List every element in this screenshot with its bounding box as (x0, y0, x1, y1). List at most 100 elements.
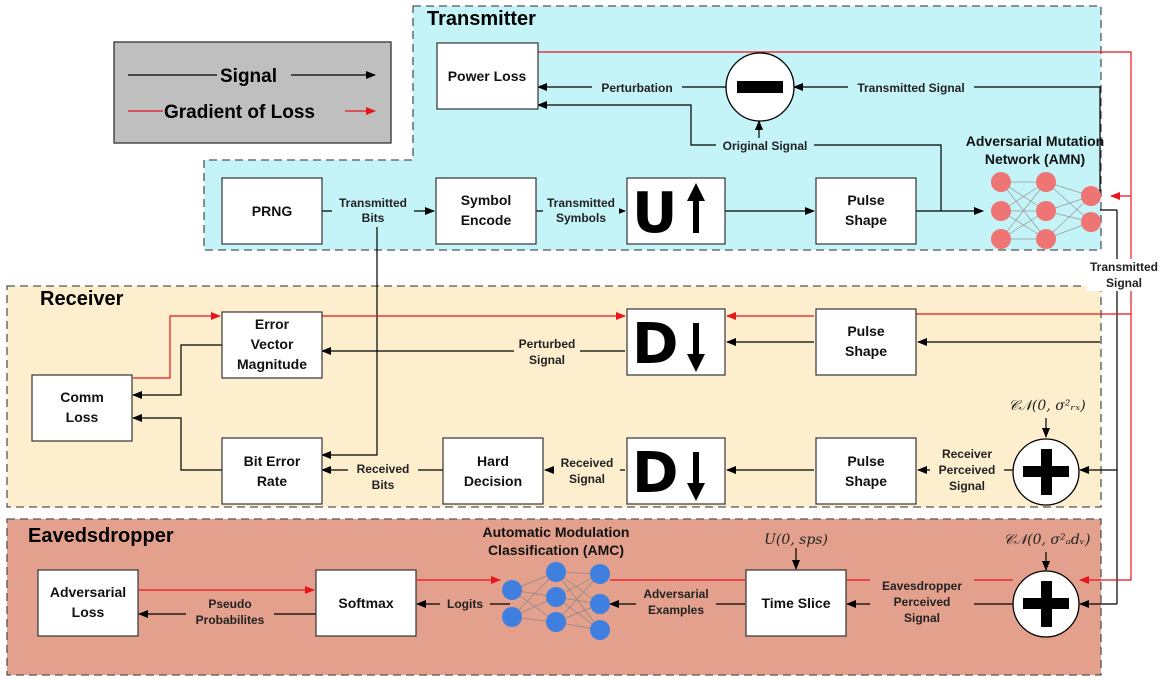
perturbed-signal-label: Perturbed (519, 337, 576, 351)
svg-text:Hard: Hard (477, 453, 509, 469)
svg-text:Shape: Shape (845, 473, 887, 489)
amn-node (1081, 212, 1101, 232)
amn-node (1081, 186, 1101, 206)
svg-text:Softmax: Softmax (338, 595, 393, 611)
svg-text:Pulse: Pulse (847, 323, 885, 339)
amn-node (991, 201, 1011, 221)
hard-decision-block: Hard Decision (442, 437, 544, 505)
received-bits-label-2: Bits (372, 478, 395, 492)
legend-gradient-label: Gradient of Loss (164, 102, 315, 123)
pseudo-prob-label-2: Probabilites (196, 613, 265, 627)
adder-eavesdropper-node (1012, 570, 1080, 638)
receiver-title: Receiver (40, 288, 124, 310)
upsample-block: U (626, 177, 726, 246)
uniform-label: U(0, sps) (764, 532, 828, 548)
noise-rx-label: 𝒞𝒩(0, σ²ᵣₓ) (1008, 398, 1085, 414)
downsample-perturbed-block: D (626, 308, 726, 377)
amn-node (1036, 229, 1056, 249)
amc-edge (555, 571, 601, 631)
svg-text:PRNG: PRNG (252, 203, 293, 219)
adder-receiver-node (1012, 438, 1080, 506)
svg-text:Adversarial: Adversarial (50, 584, 126, 600)
amc-node (546, 562, 566, 582)
amc-node (590, 620, 610, 640)
amn-node (1036, 172, 1056, 192)
pulse-shape-tx-block: Pulse Shape (815, 177, 917, 245)
amc-node (502, 580, 522, 600)
svg-text:Shape: Shape (845, 343, 887, 359)
amn-node (991, 172, 1011, 192)
eaves-perceived-label: Eavesdropper (882, 579, 962, 593)
pulse-shape-received-block: Pulse Shape (815, 437, 917, 505)
amc-node (502, 607, 522, 627)
svg-text:Classification (AMC): Classification (AMC) (488, 542, 624, 558)
amn-node (991, 229, 1011, 249)
amn-edge (1045, 195, 1092, 240)
eaves-perceived-label-3: Signal (904, 611, 940, 625)
transmitted-bits-label: Transmitted (339, 196, 407, 210)
svg-text:Loss: Loss (66, 409, 99, 425)
legend: Signal Gradient of Loss (113, 41, 392, 144)
svg-text:Pulse: Pulse (847, 453, 885, 469)
svg-text:Power Loss: Power Loss (448, 68, 527, 84)
amc-node (590, 564, 610, 584)
legend-signal-label: Signal (220, 66, 277, 87)
svg-text:Bit Error: Bit Error (244, 453, 301, 469)
perturbed-signal-label-2: Signal (529, 353, 565, 367)
svg-text:Adversarial Mutation: Adversarial Mutation (966, 133, 1104, 149)
down-arrow-icon (687, 452, 705, 501)
amn-node (1036, 201, 1056, 221)
noise-adv-label: 𝒞𝒩(0, σ²ₐdᵥ) (1004, 532, 1091, 548)
minus-icon (737, 81, 783, 93)
svg-text:Loss: Loss (72, 604, 105, 620)
svg-text:Comm: Comm (60, 389, 104, 405)
prng-block: PRNG (221, 177, 323, 245)
subtract-node (725, 52, 795, 122)
transmitted-signal-side-label-2: Signal (1106, 276, 1142, 290)
amn-network: Adversarial Mutation Network (AMN) (966, 133, 1104, 249)
transmitter-title: Transmitter (427, 8, 536, 30)
evm-block: Error Vector Magnitude (221, 311, 323, 379)
transmitted-signal-label: Transmitted Signal (857, 81, 964, 95)
received-bits-label: Received (357, 462, 410, 476)
svg-text:Shape: Shape (845, 212, 887, 228)
adv-examples-label-2: Examples (648, 603, 704, 617)
transmitted-symbols-label-2: Symbols (556, 211, 606, 225)
svg-text:Network (AMN): Network (AMN) (985, 151, 1085, 167)
time-slice-block: Time Slice (745, 569, 847, 637)
receiver-perceived-label-3: Signal (949, 479, 985, 493)
svg-text:Automatic Modulation: Automatic Modulation (483, 524, 630, 540)
svg-text:Magnitude: Magnitude (237, 356, 307, 372)
amn-edge (1000, 181, 1047, 240)
amc-node (546, 612, 566, 632)
receiver-perceived-label: Receiver (942, 447, 992, 461)
svg-text:D: D (632, 312, 678, 377)
pulse-shape-perturbed-block: Pulse Shape (815, 308, 917, 376)
amn-edge (1045, 181, 1092, 223)
ber-block: Bit Error Rate (221, 437, 323, 505)
plus-icon (1023, 581, 1069, 627)
eavesdropper-title: Eavedsdropper (28, 525, 174, 547)
symbol-encode-block: Symbol Encode (435, 177, 537, 245)
received-signal-label-2: Signal (569, 472, 605, 486)
svg-text:U: U (632, 181, 677, 246)
receiver-perceived-label-2: Perceived (939, 463, 996, 477)
downsample-received-block: D (626, 437, 726, 506)
svg-text:Time Slice: Time Slice (761, 595, 830, 611)
svg-text:Symbol: Symbol (461, 192, 512, 208)
comm-loss-block: Comm Loss (31, 374, 133, 442)
original-signal-label: Original Signal (723, 139, 808, 153)
svg-text:Decision: Decision (464, 473, 522, 489)
svg-text:Vector: Vector (251, 336, 294, 352)
amc-edge (511, 571, 557, 618)
up-arrow-icon (687, 183, 705, 233)
perturbation-label: Perturbation (601, 81, 672, 95)
adv-examples-label: Adversarial (643, 587, 708, 601)
svg-text:Error: Error (255, 316, 290, 332)
down-arrow-icon (687, 323, 705, 372)
plus-icon (1023, 449, 1069, 495)
logits-label: Logits (447, 597, 483, 611)
softmax-block: Softmax (315, 569, 417, 637)
transmitted-bits-label-2: Bits (362, 211, 385, 225)
